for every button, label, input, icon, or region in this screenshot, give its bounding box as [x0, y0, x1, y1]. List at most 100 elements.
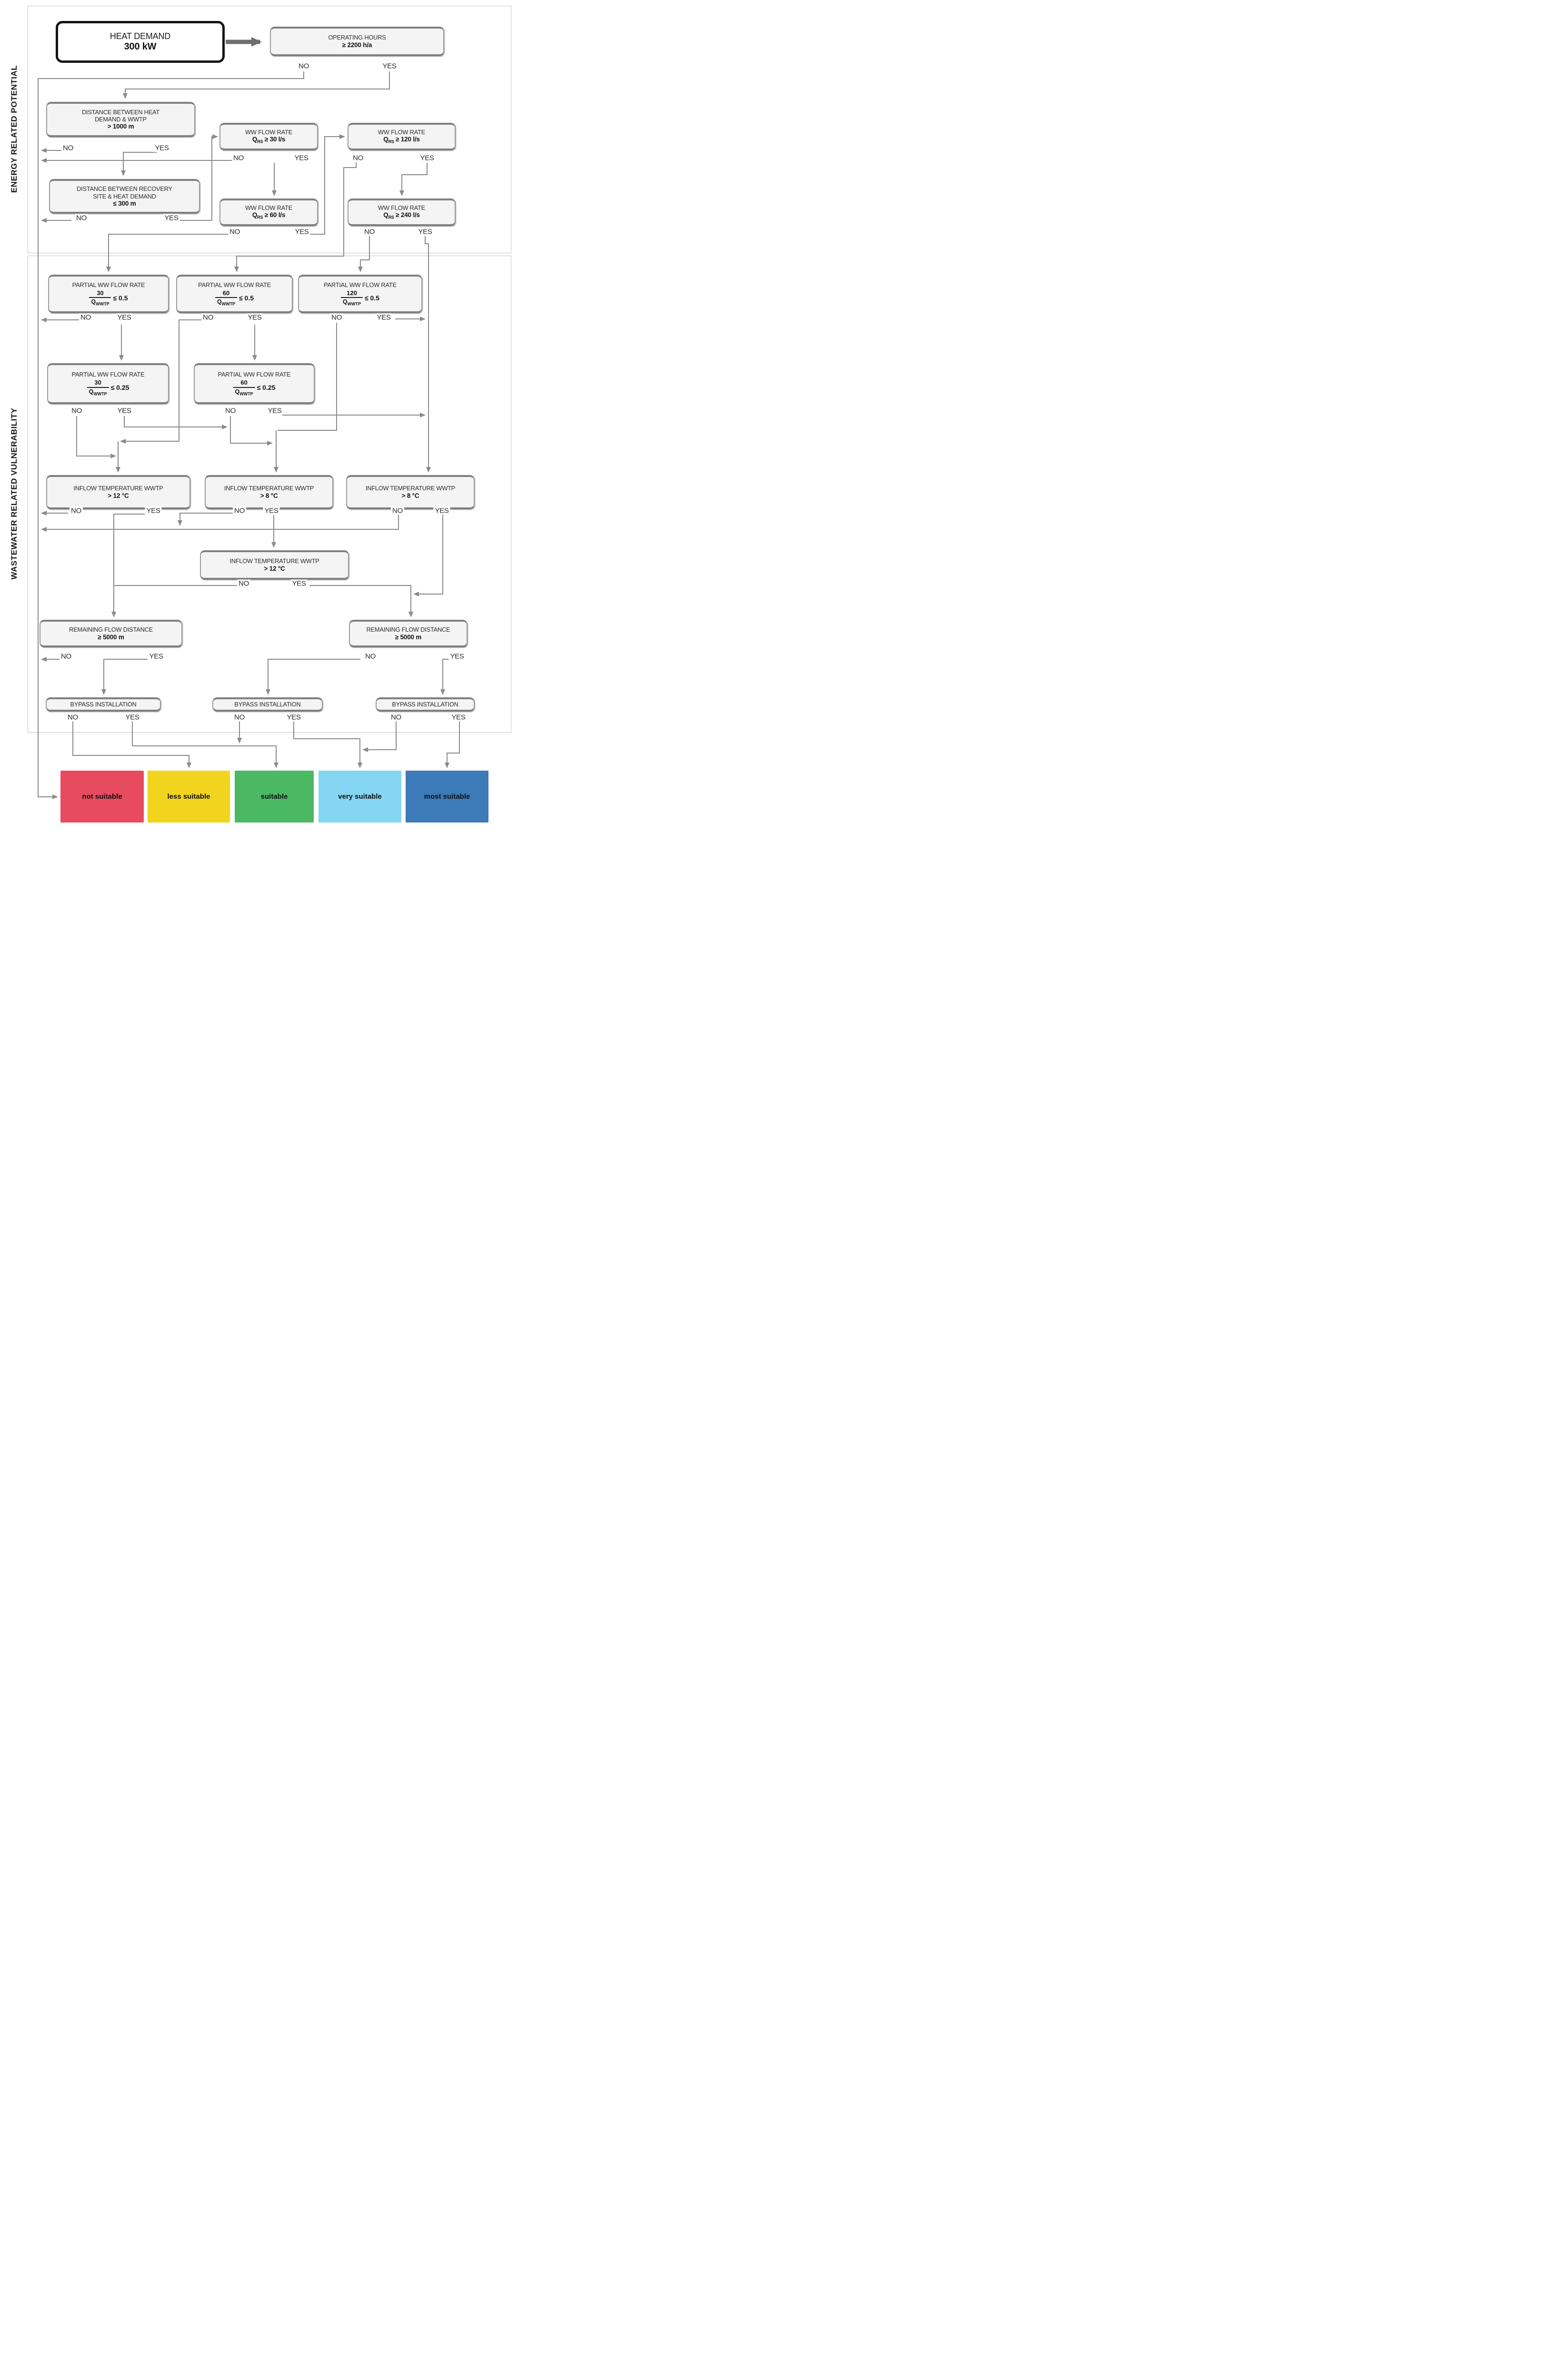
node-text: QRS ≥ 120 l/s	[383, 136, 420, 145]
fraction-numerator: 30	[97, 289, 104, 297]
node-text: DISTANCE BETWEEN HEAT	[81, 108, 160, 116]
result-suitable: suitable	[235, 771, 314, 823]
fraction-bar	[340, 297, 363, 298]
fraction-numerator: 30	[94, 379, 101, 387]
fraction-denominator: QWWTP	[89, 388, 107, 397]
flow-connectors	[38, 37, 460, 799]
result-label: not suitable	[82, 793, 122, 801]
node-text: PARTIAL WW FLOW RATE	[218, 371, 291, 378]
branch-label-yes: YES	[145, 506, 162, 515]
fraction-threshold: ≤ 0.5	[239, 294, 254, 302]
node-text: SITE & HEAT DEMAND	[93, 192, 156, 200]
node-bypass-left: BYPASS INSTALLATION	[46, 697, 161, 712]
node-text: WW FLOW RATE	[378, 129, 425, 136]
connector-line	[445, 721, 460, 768]
connector-line	[111, 514, 153, 617]
branch-label-no: NO	[330, 313, 343, 322]
node-text: WW FLOW RATE	[245, 129, 292, 136]
branch-label-yes: YES	[153, 144, 170, 152]
branch-label-no: NO	[224, 407, 237, 415]
branch-label-no: NO	[61, 144, 75, 152]
branch-label-no: NO	[389, 713, 403, 722]
branch-label-yes: YES	[293, 154, 310, 162]
branch-label-yes: YES	[148, 652, 165, 661]
node-text: PARTIAL WW FLOW RATE	[72, 281, 145, 288]
node-text: BYPASS INSTALLATION	[70, 701, 137, 708]
fraction-threshold: ≤ 0.5	[113, 294, 128, 302]
fraction-denominator: QWWTP	[235, 388, 253, 397]
branch-label-no: NO	[232, 154, 245, 162]
branch-label-no: NO	[363, 228, 376, 236]
node-bypass-mid: BYPASS INSTALLATION	[212, 697, 323, 712]
branch-label-yes: YES	[418, 154, 436, 162]
fraction-denominator: QWWTP	[342, 298, 361, 307]
node-text: HEAT DEMAND	[110, 31, 171, 41]
connector-line	[301, 134, 345, 235]
node-inflow-temp-12-left: INFLOW TEMPERATURE WWTP> 12 °C	[46, 475, 190, 509]
node-text: DISTANCE BETWEEN RECOVERY	[77, 185, 172, 193]
fraction-numerator: 60	[222, 289, 230, 297]
branch-label-yes: YES	[285, 713, 302, 722]
node-text: 300 kW	[124, 41, 157, 52]
branch-label-yes: YES	[246, 313, 263, 322]
branch-label-no: NO	[70, 407, 83, 415]
branch-label-yes: YES	[381, 62, 398, 70]
node-text: ≤ 300 m	[113, 199, 136, 207]
result-very-suitable: very suitable	[319, 771, 401, 823]
node-text: > 12 °C	[108, 492, 129, 499]
node-text: INFLOW TEMPERATURE WWTP	[365, 485, 456, 492]
branch-label-yes: YES	[375, 313, 392, 322]
connector-line	[72, 721, 191, 768]
node-text: WW FLOW RATE	[378, 204, 425, 212]
connector-line	[41, 514, 399, 532]
branch-label-no: NO	[79, 313, 92, 322]
connector-line	[234, 162, 357, 272]
connector-line	[124, 416, 228, 429]
node-text: ≥ 5000 m	[395, 633, 422, 641]
connector-line	[358, 236, 370, 272]
connector-line	[399, 163, 428, 196]
branch-label-yes: YES	[116, 313, 133, 322]
branch-label-yes: YES	[293, 228, 310, 236]
branch-label-no: NO	[75, 214, 88, 222]
node-text: DEMAND & WWTP	[94, 116, 147, 123]
connector-line	[132, 721, 279, 768]
connector-line	[266, 659, 360, 695]
branch-label-no: NO	[391, 506, 404, 515]
branch-label-no: NO	[66, 713, 80, 722]
connector-line	[413, 514, 443, 596]
branch-label-no: NO	[70, 506, 83, 515]
node-remaining-flow-right: REMAINING FLOW DISTANCE≥ 5000 m	[349, 620, 468, 647]
node-text: WW FLOW RATE	[245, 204, 292, 212]
result-not-suitable: not suitable	[60, 771, 144, 823]
node-text: PARTIAL WW FLOW RATE	[71, 371, 145, 378]
connector-line	[76, 416, 116, 458]
branch-label-yes: YES	[448, 652, 466, 661]
branch-label-yes: YES	[163, 214, 180, 222]
connector-line	[121, 152, 157, 176]
branch-label-no: NO	[60, 652, 73, 661]
node-text: QRS ≥ 240 l/s	[383, 211, 420, 220]
result-less-suitable: less suitable	[148, 771, 230, 823]
fraction-denominator: QWWTP	[91, 298, 110, 307]
node-text: ≥ 2200 h/a	[342, 41, 372, 49]
node-text: BYPASS INSTALLATION	[392, 701, 458, 708]
connector-line	[120, 319, 205, 444]
connector-line	[38, 71, 304, 799]
result-most-suitable: most suitable	[406, 771, 488, 823]
connector-line	[101, 659, 148, 695]
branch-label-yes: YES	[116, 407, 133, 415]
node-inflow-temp-8-right: INFLOW TEMPERATURE WWTP> 8 °C	[346, 475, 475, 509]
node-inflow-temp-12-mid: INFLOW TEMPERATURE WWTP> 12 °C	[200, 550, 349, 580]
